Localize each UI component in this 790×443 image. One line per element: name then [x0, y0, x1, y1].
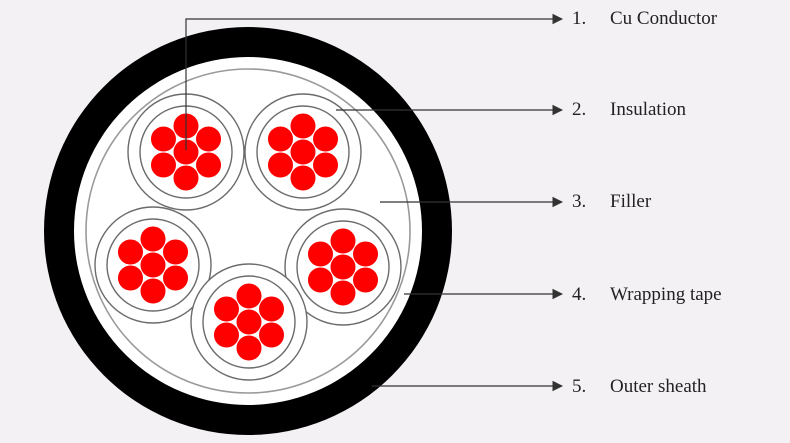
- conductor-strand: [266, 125, 294, 153]
- core-3: [94, 206, 212, 324]
- conductor-strand: [162, 264, 190, 292]
- conductor-strand: [258, 295, 286, 323]
- conductor-strand: [235, 308, 263, 336]
- conductor-strand: [289, 138, 317, 166]
- conductor-strand: [139, 251, 167, 279]
- conductor-strand: [195, 151, 223, 179]
- conductor-strand: [235, 282, 263, 310]
- insulation-inner-ring: [256, 105, 350, 199]
- conductor-strand: [116, 264, 144, 292]
- leader-lines-group: [185, 13, 564, 392]
- conductor-strand: [139, 225, 167, 253]
- conductor-strand: [195, 125, 223, 153]
- label-number: 5.: [572, 376, 587, 397]
- conductor-strand: [289, 164, 317, 192]
- conductor-strand: [258, 321, 286, 349]
- conductor-strand: [352, 266, 380, 294]
- core-4: [284, 208, 402, 326]
- label-text: Outer sheath: [610, 376, 707, 397]
- label-cu-conductor: 1. Cu Conductor: [572, 6, 717, 32]
- conductor-strand: [306, 240, 334, 268]
- label-filler: 3. Filler: [572, 189, 651, 215]
- label-text: Wrapping tape: [610, 284, 722, 305]
- conductor-strand: [139, 277, 167, 305]
- insulation-inner-ring: [106, 218, 200, 312]
- label-text: Cu Conductor: [610, 8, 718, 29]
- label-text: Insulation: [610, 99, 686, 120]
- conductor-strand: [329, 253, 357, 281]
- label-number: 1.: [572, 8, 587, 29]
- core-2: [244, 93, 362, 211]
- conductor-strand: [266, 151, 294, 179]
- conductor-strand: [312, 151, 340, 179]
- conductor-strand: [149, 125, 177, 153]
- conductor-strand: [329, 279, 357, 307]
- label-insulation: 2. Insulation: [572, 97, 686, 123]
- label-number: 3.: [572, 191, 587, 212]
- conductor-strand: [235, 334, 263, 362]
- leader-line-cu-conductor: [185, 13, 564, 150]
- label-number: 2.: [572, 99, 587, 120]
- conductor-strand: [212, 295, 240, 323]
- conductor-strand: [306, 266, 334, 294]
- cores-group: [94, 93, 402, 381]
- conductor-strand: [162, 238, 190, 266]
- label-outer-sheath: 5. Outer sheath: [572, 374, 707, 400]
- insulation-inner-ring: [202, 275, 296, 369]
- conductor-strand: [149, 151, 177, 179]
- conductor-strand: [116, 238, 144, 266]
- conductor-strand: [329, 227, 357, 255]
- conductor-strand: [172, 164, 200, 192]
- conductor-strand: [289, 112, 317, 140]
- wrapping-tape-circle: [85, 68, 411, 394]
- conductor-strand: [212, 321, 240, 349]
- conductor-strand: [312, 125, 340, 153]
- label-text: Filler: [610, 191, 652, 212]
- core-1: [127, 93, 245, 211]
- label-wrapping-tape: 4. Wrapping tape: [572, 282, 722, 308]
- core-5: [190, 263, 308, 381]
- conductor-strand: [352, 240, 380, 268]
- label-number: 4.: [572, 284, 587, 305]
- insulation-inner-ring: [296, 220, 390, 314]
